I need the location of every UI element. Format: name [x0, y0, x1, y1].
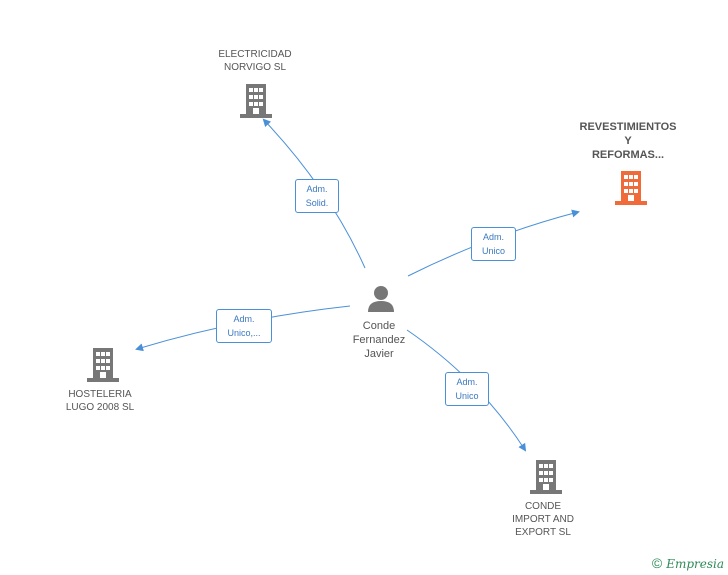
person-icon[interactable]: [368, 286, 394, 312]
person-label[interactable]: Conde Fernandez Javier: [352, 320, 406, 360]
company-label-revestimientos[interactable]: REVESTIMIENTOS Y REFORMAS...: [579, 121, 677, 161]
copyright-symbol: ©: [651, 555, 663, 571]
relation-badge-electricidad[interactable]: Adm. Solid.: [295, 179, 339, 213]
relation-badge-revestimientos[interactable]: Adm. Unico: [471, 227, 516, 261]
building-icon[interactable]: [240, 84, 272, 118]
company-label-conde-import[interactable]: CONDE IMPORT AND EXPORT SL: [512, 501, 574, 538]
footer-brand: ©Empresia: [652, 555, 724, 571]
building-icon-highlighted[interactable]: [615, 171, 647, 205]
company-label-electricidad[interactable]: ELECTRICIDAD NORVIGO SL: [218, 49, 292, 73]
building-icon[interactable]: [530, 460, 562, 494]
relation-badge-hosteleria[interactable]: Adm. Unico,...: [216, 309, 272, 343]
company-label-hosteleria[interactable]: HOSTELERIA LUGO 2008 SL: [65, 389, 135, 413]
relation-badge-conde-import[interactable]: Adm. Unico: [445, 372, 489, 406]
brand-logo[interactable]: Empresia: [666, 557, 724, 571]
building-icon[interactable]: [87, 348, 119, 382]
